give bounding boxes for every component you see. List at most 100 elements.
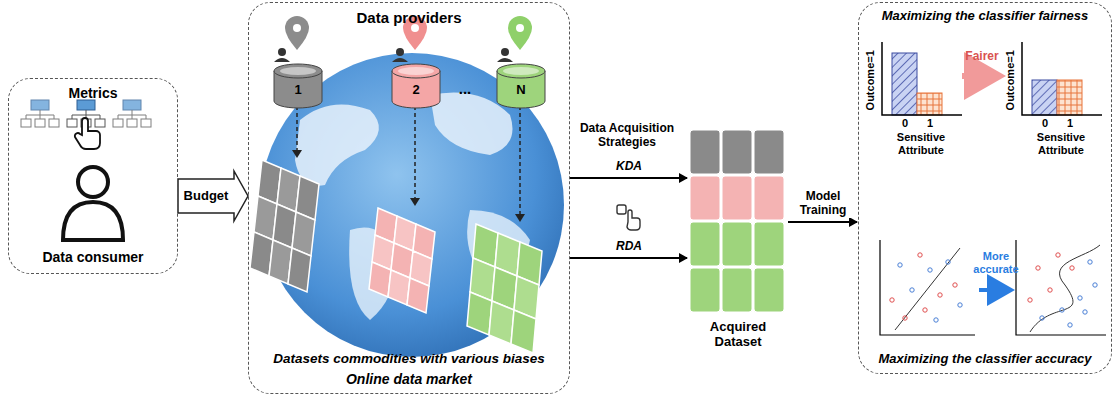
drawing-part bbox=[396, 48, 404, 56]
node-title: 2 bbox=[395, 83, 437, 98]
grid-cell bbox=[690, 176, 720, 220]
drawing-part bbox=[398, 67, 434, 75]
edge-label: KDA bbox=[614, 160, 644, 174]
node-title: Data providers bbox=[253, 9, 565, 26]
data-point bbox=[928, 268, 932, 272]
label-text: Fairer bbox=[958, 50, 1006, 64]
drawing-part bbox=[26, 110, 54, 119]
grid-cell bbox=[722, 130, 752, 174]
label-text: Outcome=1 bbox=[864, 45, 877, 115]
data-point bbox=[946, 260, 950, 264]
label-text: 0 bbox=[1037, 117, 1053, 130]
block-arrow bbox=[178, 171, 248, 221]
drawing-part bbox=[515, 214, 525, 222]
drawing-part bbox=[1022, 42, 1102, 115]
accurate-arrow bbox=[979, 288, 1011, 292]
data-point bbox=[898, 263, 902, 267]
grid-cell bbox=[288, 248, 311, 292]
node-title: 1 bbox=[277, 83, 319, 98]
dataset-grids bbox=[250, 160, 542, 353]
drawing-part bbox=[292, 150, 302, 158]
drawing-part bbox=[1030, 245, 1100, 332]
node-title: Acquired Dataset bbox=[692, 320, 784, 350]
drawing-part bbox=[519, 106, 521, 216]
drawing-part bbox=[296, 106, 298, 152]
fairer-arrow bbox=[962, 73, 1000, 79]
data-point bbox=[903, 316, 907, 320]
consumer-panel: MetricsData consumer bbox=[8, 78, 178, 274]
globe bbox=[260, 53, 564, 357]
drawing-part bbox=[21, 119, 31, 127]
label-text: 1 bbox=[922, 117, 938, 130]
grid-cell bbox=[690, 222, 720, 266]
drawing-part bbox=[67, 119, 77, 127]
provider-cylinder: 2 bbox=[391, 63, 441, 109]
label-text: ... bbox=[445, 80, 485, 97]
grid-cell bbox=[754, 130, 784, 174]
drawing-part bbox=[392, 64, 440, 78]
grid-cell bbox=[489, 301, 514, 344]
metric-icon bbox=[113, 100, 151, 127]
grid-cell bbox=[388, 270, 410, 305]
drawing-part bbox=[882, 42, 962, 115]
drawing-part bbox=[274, 64, 322, 78]
grid-cell bbox=[722, 222, 752, 266]
provider-cylinder: N bbox=[496, 63, 546, 109]
drawing-part bbox=[78, 167, 108, 197]
drawing-part bbox=[113, 119, 123, 127]
data-point bbox=[938, 293, 942, 297]
provider-cylinder: 1 bbox=[273, 63, 323, 109]
data-point bbox=[1070, 266, 1074, 270]
choice-icon bbox=[617, 205, 640, 230]
grid-cell bbox=[690, 130, 720, 174]
drawing-part bbox=[501, 48, 509, 56]
drawing-part bbox=[127, 119, 137, 127]
label-text: 1 bbox=[1062, 117, 1078, 130]
grid-cell bbox=[407, 278, 429, 313]
node-title: Maximizing the classifier fairness bbox=[863, 9, 1107, 24]
drawing-part bbox=[1016, 240, 1106, 335]
grid-cell bbox=[467, 292, 492, 335]
label-text: Sensitive Attribute bbox=[1025, 131, 1097, 156]
drawing-part bbox=[1032, 80, 1057, 115]
node-title: N bbox=[500, 83, 542, 98]
drawing-part bbox=[95, 119, 105, 127]
drawing-part bbox=[141, 119, 151, 127]
data-point bbox=[923, 308, 927, 312]
data-point bbox=[1088, 260, 1092, 264]
drawing-part bbox=[49, 119, 59, 127]
data-point bbox=[1048, 288, 1052, 292]
node-text: Online data market bbox=[253, 371, 565, 387]
grid-cell bbox=[690, 268, 720, 312]
flow-arrow bbox=[570, 177, 687, 179]
grid-cell bbox=[754, 176, 784, 220]
accuracy-plot-before bbox=[880, 240, 975, 335]
data-point bbox=[934, 318, 938, 322]
fairness-chart-before bbox=[882, 42, 962, 115]
data-point bbox=[1083, 310, 1087, 314]
edge-label: RDA bbox=[614, 240, 644, 254]
node-text: Maximizing the classifier accuracy bbox=[863, 352, 1107, 367]
data-point bbox=[958, 303, 962, 307]
drawing-part bbox=[414, 106, 416, 200]
data-point bbox=[1040, 316, 1044, 320]
drawing-part bbox=[77, 100, 95, 110]
data-point bbox=[1078, 296, 1082, 300]
grid-cell bbox=[369, 262, 391, 297]
acquired-grid bbox=[688, 128, 788, 316]
drawing-part bbox=[280, 67, 316, 75]
drawing-part bbox=[892, 53, 917, 115]
data-point bbox=[1056, 253, 1060, 257]
accuracy-plot-after bbox=[1016, 240, 1106, 335]
grid-cell bbox=[754, 268, 784, 312]
data-point bbox=[1036, 266, 1040, 270]
data-point bbox=[910, 288, 914, 292]
flow-arrow bbox=[570, 257, 687, 259]
node-text: Datasets commodities with various biases bbox=[253, 351, 565, 367]
metric-icon bbox=[21, 100, 59, 127]
edge-label: Model Training bbox=[788, 190, 858, 218]
data-point bbox=[1093, 283, 1097, 287]
drawing-part bbox=[508, 16, 532, 50]
